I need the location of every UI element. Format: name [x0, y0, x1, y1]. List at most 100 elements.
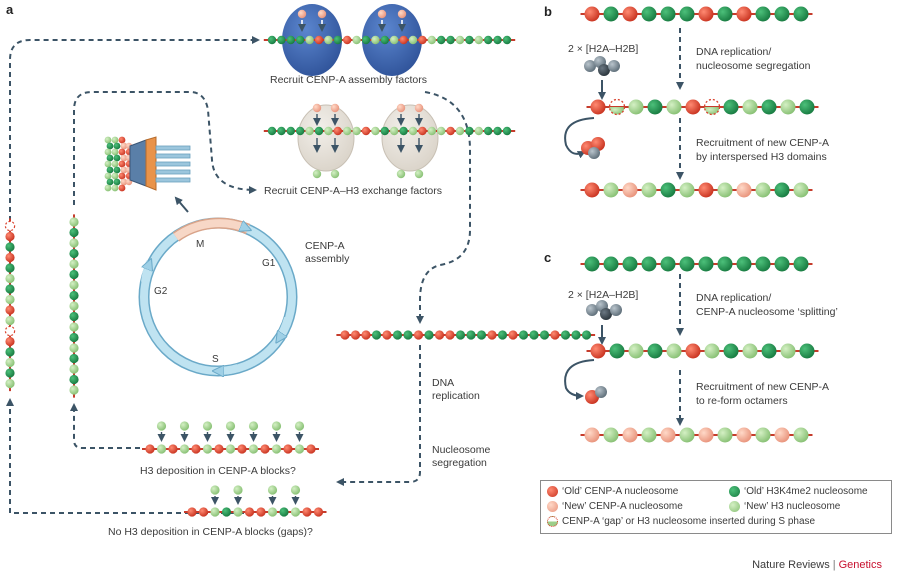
nucleosome [679, 6, 695, 22]
nucleosome [660, 427, 676, 443]
b-step1-label-1: DNA replication/ [696, 46, 771, 58]
fibre-inner [69, 214, 79, 398]
nucleosome [774, 6, 790, 22]
nucleosome [799, 343, 815, 359]
nucleosome [198, 507, 209, 517]
legend-old-cenpa: ‘Old’ CENP-A nucleosome [547, 486, 678, 497]
nucleosome [350, 330, 361, 340]
legend-old-cenpa-text: ‘Old’ CENP-A nucleosome [562, 486, 679, 497]
nucleosome-segregation-label-2: segregation [432, 457, 487, 469]
nucleosome [5, 242, 15, 252]
nucleosome [69, 332, 79, 343]
journal-credit: Nature Reviews|Genetics [752, 559, 882, 571]
nucleosome [371, 126, 380, 136]
b-step2-label-2: by interspersed H3 domains [696, 151, 827, 163]
nucleosome [628, 99, 644, 115]
gap-nucleosome [609, 107, 625, 115]
nucleosome [628, 343, 644, 359]
nucleosome-segregation-label-1: Nucleosome [432, 444, 491, 456]
nucleosome [5, 357, 15, 368]
nucleosome [267, 35, 277, 45]
nucleosome [502, 126, 512, 136]
nucleosome [685, 99, 701, 115]
nucleosome [755, 6, 771, 22]
arrow-m-to-chromosome [174, 196, 189, 213]
credit-section: Genetics [838, 559, 882, 571]
nucleosome [408, 35, 418, 45]
b-step1-label-2: nucleosome segregation [696, 60, 811, 72]
nucleosome [641, 6, 657, 22]
no-h3-deposition-label: No H3 deposition in CENP-A blocks (gaps)… [108, 526, 313, 538]
nucleosome [361, 126, 371, 136]
nucleosome [603, 182, 619, 198]
nucleosome [418, 126, 427, 136]
nucleosome [267, 507, 278, 517]
legend-old-h3k4: ‘Old’ H3K4me2 nucleosome [729, 486, 868, 497]
new-cenpa-swatch [547, 501, 558, 512]
fibre-left [4, 218, 16, 392]
nucleosome [679, 256, 695, 272]
nucleosome [698, 182, 714, 198]
nucleosome [210, 507, 220, 517]
phase-g2: G2 [154, 286, 168, 297]
nucleosome [69, 269, 79, 280]
nucleosome [717, 6, 733, 22]
nucleosome [484, 35, 493, 45]
gap-outline [608, 98, 626, 116]
nucleosome [717, 256, 733, 272]
nucleosome [333, 35, 342, 45]
cycle-arrowhead-g1 [274, 316, 292, 340]
nucleosome [5, 315, 15, 326]
nucleosome [466, 330, 476, 340]
b-h2a-h2b-label: 2 × [H2A–H2B] [568, 43, 638, 55]
nucleosome [352, 35, 361, 45]
nucleosome [679, 182, 695, 198]
legend-gap: CENP-A ‘gap’ or H3 nucleosome inserted d… [547, 516, 815, 527]
panel-label-c: c [544, 250, 551, 265]
nucleosome [660, 256, 676, 272]
nucleosome [493, 35, 502, 45]
nucleosome [202, 444, 213, 454]
legend-new-h3: ‘New’ H3 nucleosome [729, 501, 840, 512]
phase-m: M [196, 239, 204, 250]
nucleosome [5, 263, 15, 273]
nucleosome [793, 6, 809, 22]
nucleosome [584, 256, 600, 272]
nucleosome [742, 343, 758, 359]
loop-arrow-inner-top [73, 91, 257, 205]
nucleosome [313, 507, 324, 517]
phase-s: S [212, 354, 219, 365]
nucleosome [294, 444, 305, 454]
nucleosome [793, 182, 809, 198]
nucleosome [793, 256, 809, 272]
nucleosome [296, 126, 305, 136]
no-h3-deposition-row [184, 485, 327, 517]
nucleosome [761, 343, 777, 359]
nucleosome [736, 256, 752, 272]
nucleosome [361, 330, 371, 340]
nucleosome [736, 6, 752, 22]
nucleosome [609, 343, 625, 359]
cenpa-assembly-label-1: CENP-A [305, 240, 345, 252]
nucleosome [277, 35, 286, 45]
nucleosome [434, 330, 445, 340]
nucleosome [445, 330, 455, 340]
legend-old-h3k4-text: ‘Old’ H3K4me2 nucleosome [744, 486, 868, 497]
nucleosome [560, 330, 571, 340]
nucleosome [660, 182, 676, 198]
nucleosome [584, 427, 600, 443]
nucleosome [382, 330, 392, 340]
dna-replication-label-2: replication [432, 390, 480, 402]
nucleosome [622, 256, 638, 272]
nucleosome [476, 330, 487, 340]
loop-arrow-top [9, 36, 260, 230]
nucleosome [508, 330, 518, 340]
nucleosome [69, 259, 79, 269]
nucleosome [371, 35, 380, 45]
panel-label-a: a [6, 2, 14, 17]
legend: ‘Old’ CENP-A nucleosome ‘Old’ H3K4me2 nu… [540, 480, 892, 534]
old-cenpa-swatch [547, 486, 558, 497]
nucleosome [484, 126, 493, 136]
legend-new-cenpa-text: ‘New’ CENP-A nucleosome [562, 501, 683, 512]
nucleosome [256, 507, 266, 517]
